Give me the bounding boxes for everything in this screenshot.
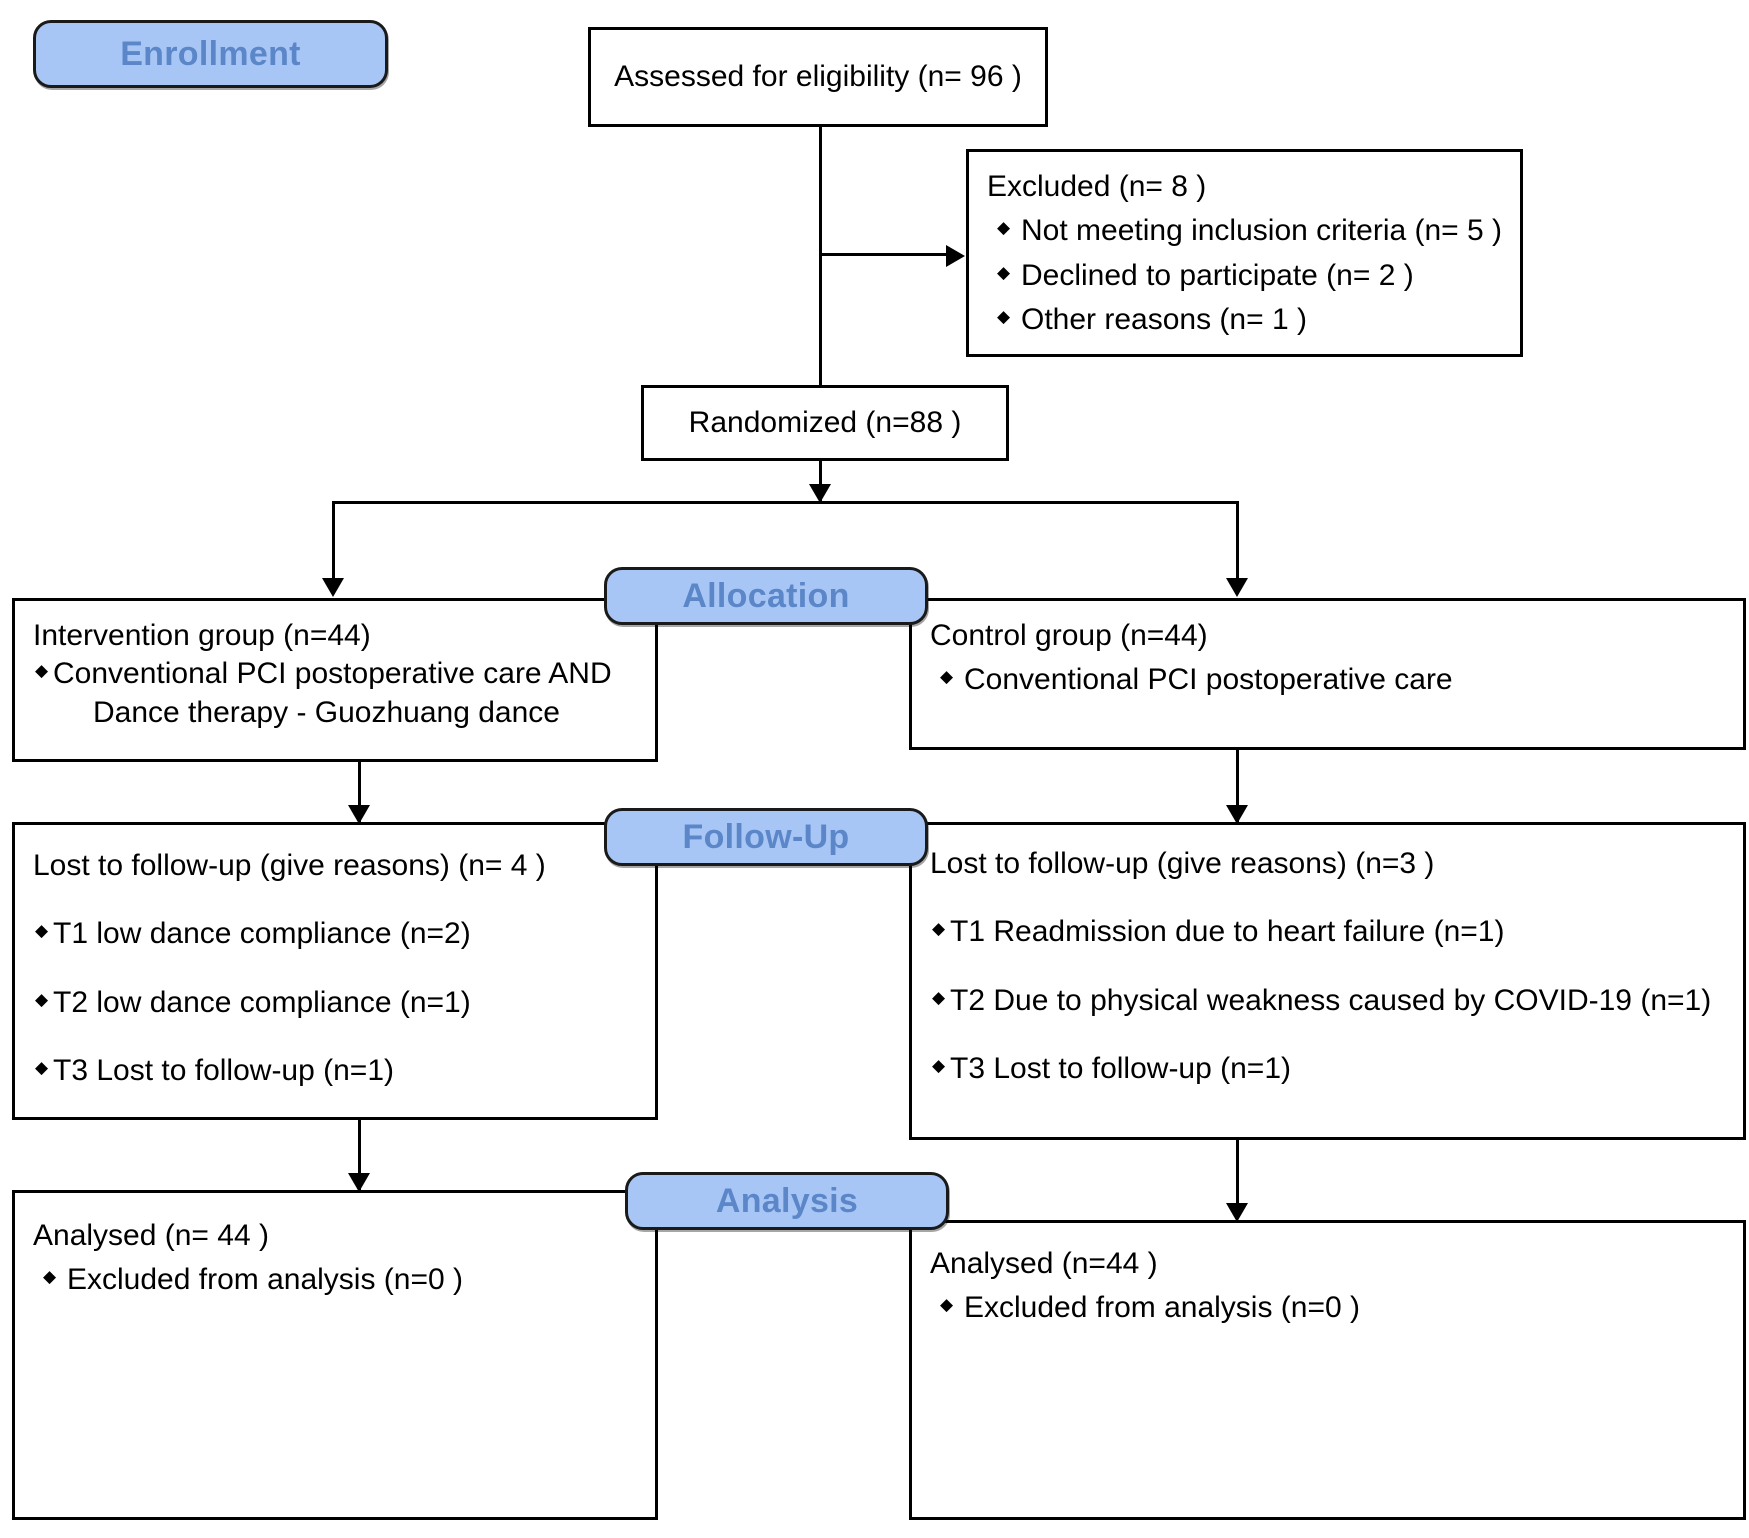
arrow-down-icon-control-followup (1226, 805, 1248, 824)
node-intervention-followup: Lost to follow-up (give reasons) (n= 4 )… (12, 822, 658, 1120)
control-alloc-bullet-list: Conventional PCI postoperative care (930, 661, 1725, 699)
stage-label-followup: Follow-Up (682, 817, 850, 856)
node-control-followup: Lost to follow-up (give reasons) (n=3 ) … (909, 822, 1746, 1140)
node-control-allocation: Control group (n=44) Conventional PCI po… (909, 598, 1746, 750)
control-followup-title: Lost to follow-up (give reasons) (n=3 ) (930, 847, 1435, 880)
arrow-down-icon-control-analysis (1226, 1203, 1248, 1222)
control-analysis-title: Analysed (n=44 ) (930, 1247, 1158, 1280)
intervention-followup-title: Lost to follow-up (give reasons) (n= 4 ) (33, 849, 546, 882)
control-followup-bullet-list: T1 Readmission due to heart failure (n=1… (930, 913, 1733, 1088)
arrow-down-icon-control-alloc (1226, 578, 1248, 597)
list-item: Declined to participate (n= 2 ) (987, 257, 1502, 295)
stage-badge-analysis: Analysis (625, 1172, 949, 1230)
connector-assessed-to-randomized (819, 127, 822, 385)
intervention-alloc-title: Intervention group (n=44) (33, 619, 371, 652)
assessed-text: Assessed for eligibility (n= 96 ) (614, 59, 1022, 93)
list-item: Other reasons (n= 1 ) (987, 301, 1502, 339)
intervention-analysis-title: Analysed (n= 44 ) (33, 1219, 269, 1252)
control-analysis-bullet-list: Excluded from analysis (n=0 ) (930, 1289, 1725, 1327)
connector-intervention-alloc-to-followup (358, 762, 361, 822)
intervention-analysis-bullet-list: Excluded from analysis (n=0 ) (33, 1261, 637, 1299)
node-randomized: Randomized (n=88 ) (641, 385, 1009, 461)
arrow-down-icon-randomized (809, 484, 831, 503)
intervention-alloc-bullet-list: Conventional PCI postoperative care AND (33, 655, 637, 693)
arrow-down-icon-intervention-alloc (322, 578, 344, 597)
node-intervention-allocation: Intervention group (n=44) Conventional P… (12, 598, 658, 762)
connector-control-alloc-to-followup (1236, 750, 1239, 822)
stage-badge-followup: Follow-Up (604, 808, 928, 866)
list-item: Not meeting inclusion criteria (n= 5 ) (987, 212, 1502, 250)
list-item: Excluded from analysis (n=0 ) (33, 1261, 637, 1299)
excluded-title: Excluded (n= 8 ) (987, 170, 1207, 203)
control-alloc-title: Control group (n=44) (930, 619, 1208, 652)
list-item: T3 Lost to follow-up (n=1) (930, 1050, 1733, 1088)
arrow-down-icon-intervention-analysis (348, 1173, 370, 1192)
intervention-alloc-continuation: Dance therapy - Guozhuang dance (93, 695, 560, 729)
node-excluded: Excluded (n= 8 ) Not meeting inclusion c… (966, 149, 1523, 357)
arrow-down-icon-intervention-followup (348, 805, 370, 824)
stage-label-analysis: Analysis (715, 1181, 859, 1220)
stage-label-enrollment: Enrollment (120, 34, 301, 73)
list-item: T2 Due to physical weakness caused by CO… (930, 982, 1733, 1020)
connector-randomized-stem (819, 461, 822, 501)
list-item: Conventional PCI postoperative care AND (33, 655, 637, 693)
randomized-text: Randomized (n=88 ) (688, 405, 962, 439)
list-item: T1 Readmission due to heart failure (n=1… (930, 913, 1733, 951)
stage-label-allocation: Allocation (682, 576, 850, 615)
intervention-followup-bullet-list: T1 low dance compliance (n=2) T2 low dan… (33, 915, 637, 1090)
list-item: Conventional PCI postoperative care (930, 661, 1725, 699)
arrow-right-icon-excluded (946, 245, 965, 267)
list-item: T1 low dance compliance (n=2) (33, 915, 637, 953)
connector-intervention-followup-to-analysis (358, 1120, 361, 1190)
list-item: T2 low dance compliance (n=1) (33, 984, 637, 1022)
connector-bus-left-leg (332, 501, 335, 591)
stage-badge-allocation: Allocation (604, 567, 928, 625)
node-control-analysis: Analysed (n=44 ) Excluded from analysis … (909, 1220, 1746, 1520)
stage-badge-enrollment: Enrollment (33, 20, 388, 88)
node-intervention-analysis: Analysed (n= 44 ) Excluded from analysis… (12, 1190, 658, 1520)
excluded-reason-list: Not meeting inclusion criteria (n= 5 ) D… (987, 212, 1502, 339)
list-item: T3 Lost to follow-up (n=1) (33, 1052, 637, 1090)
connector-bus-right-leg (1236, 501, 1239, 591)
list-item: Excluded from analysis (n=0 ) (930, 1289, 1725, 1327)
connector-control-followup-to-analysis (1236, 1140, 1239, 1218)
connector-assessed-to-excluded (819, 253, 947, 256)
node-assessed-for-eligibility: Assessed for eligibility (n= 96 ) (588, 27, 1048, 127)
connector-allocation-bus (332, 501, 1238, 504)
